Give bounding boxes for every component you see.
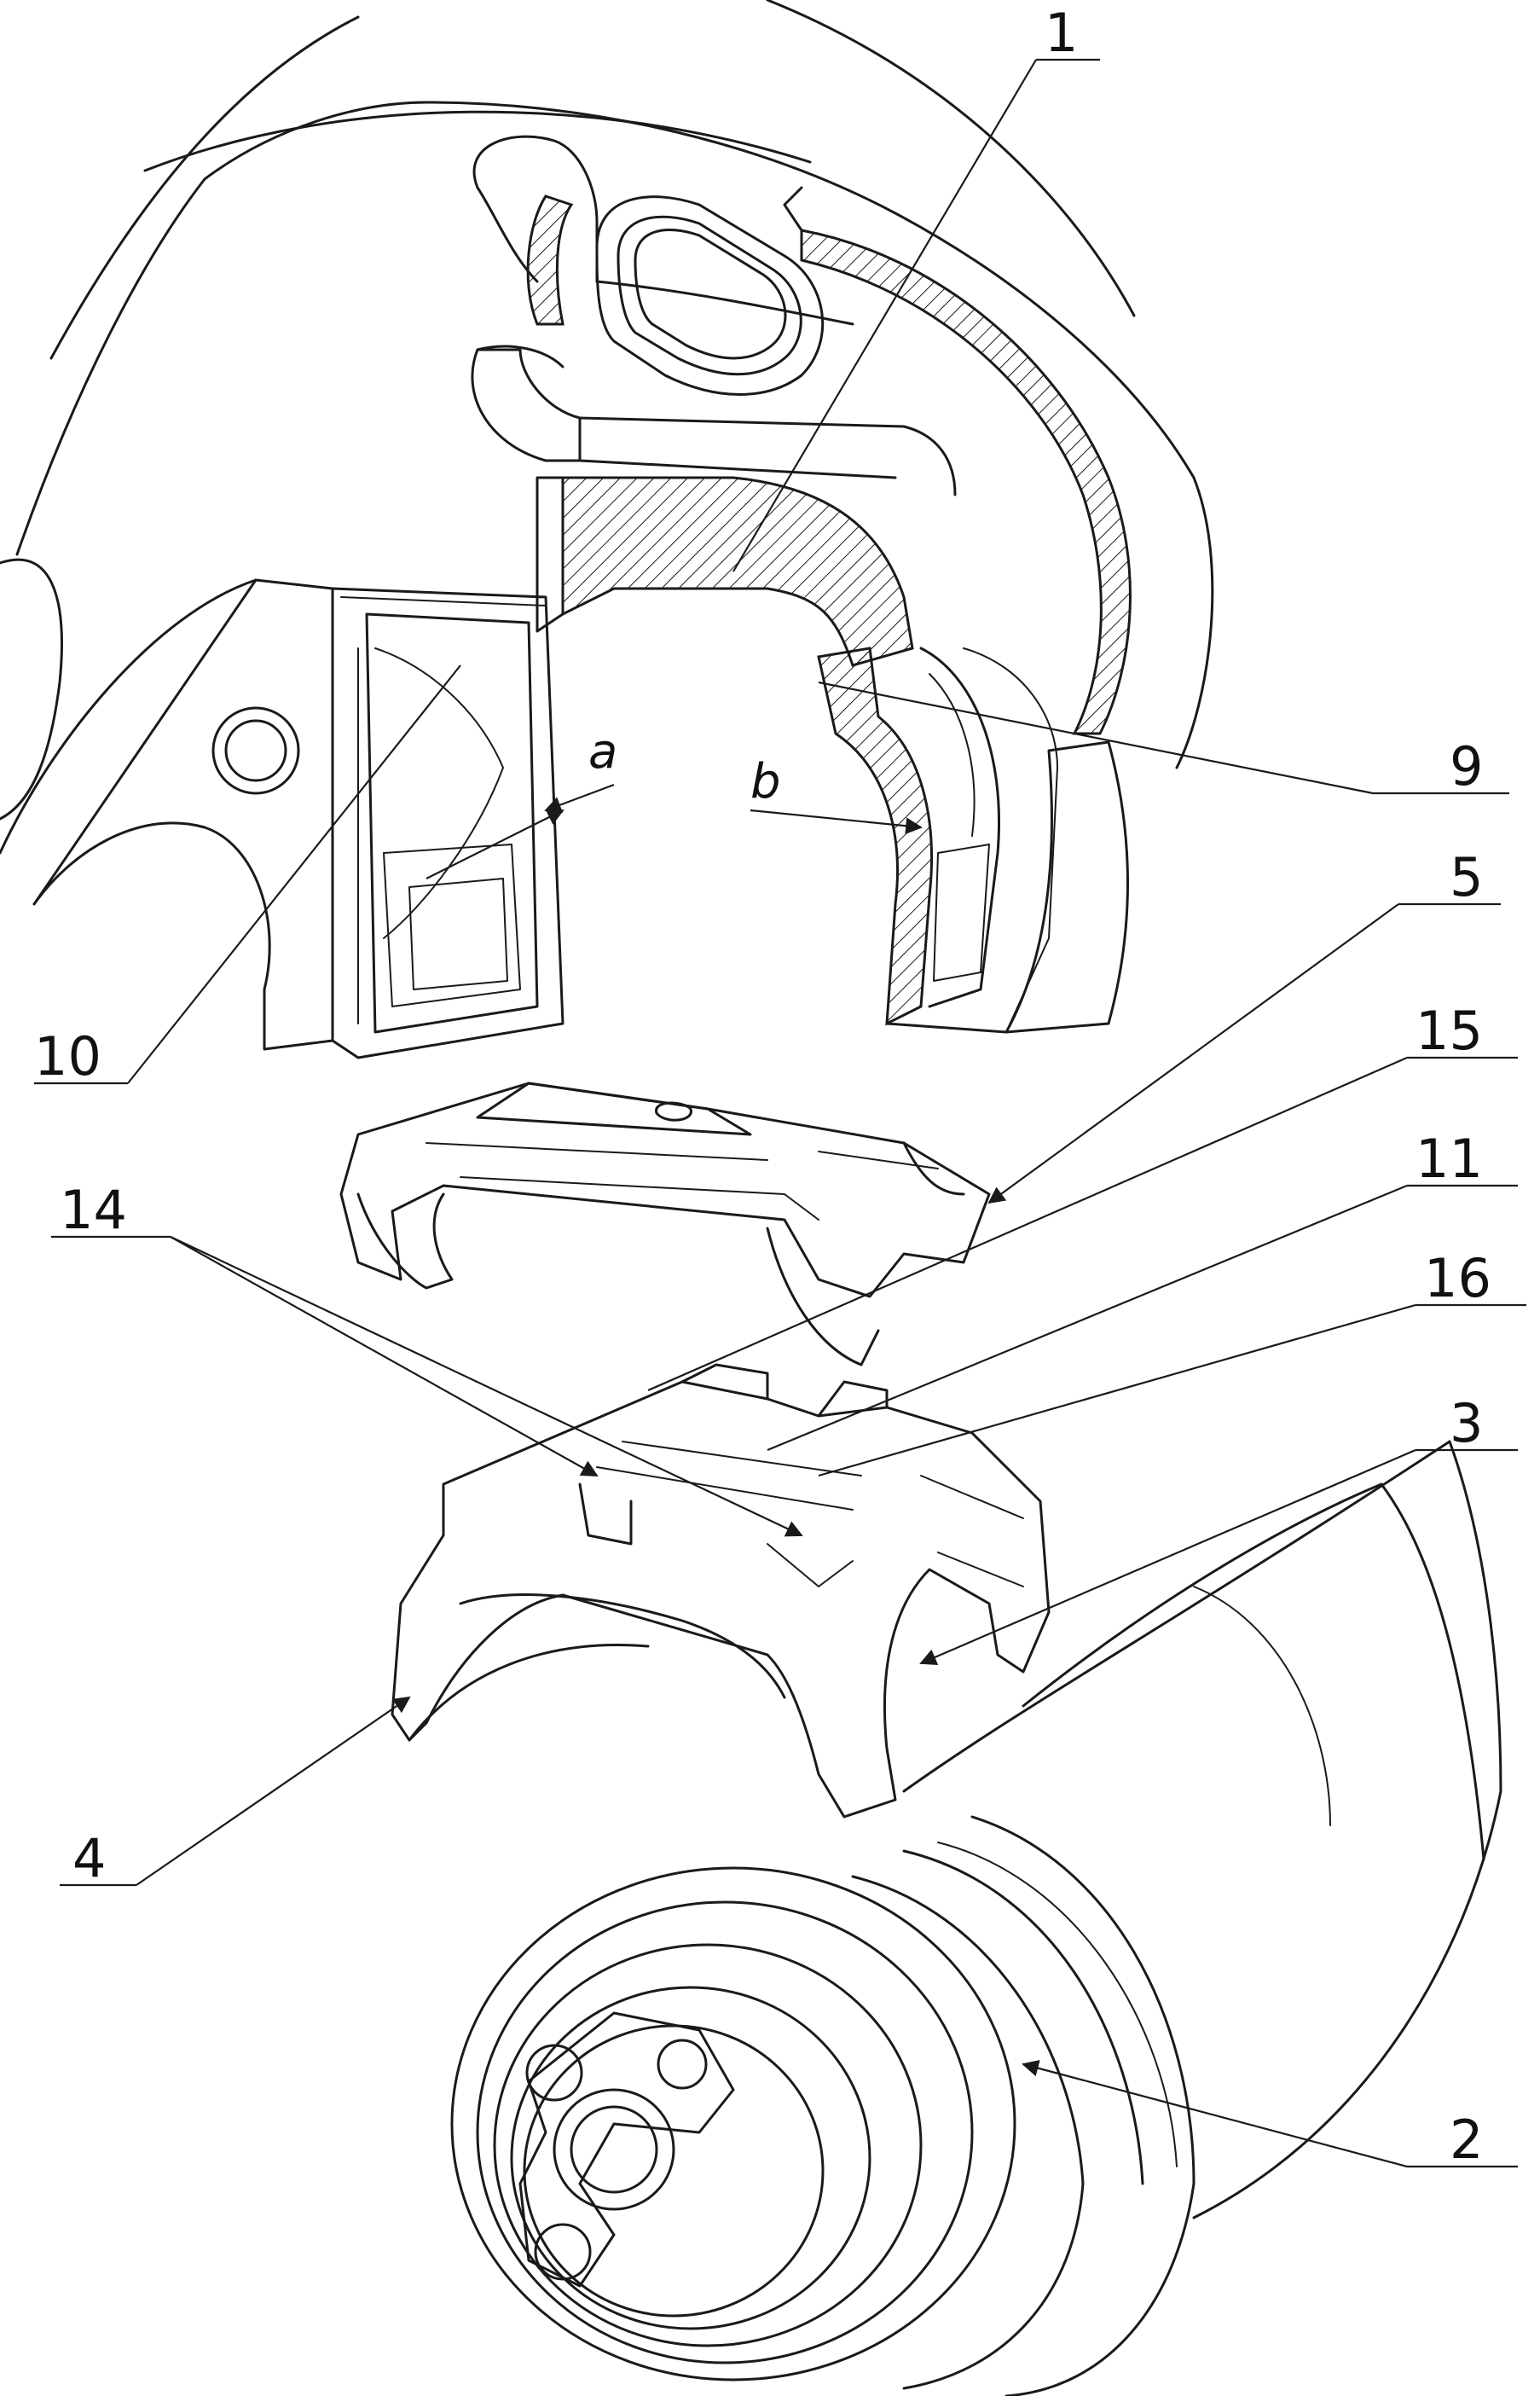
label-part-9: 9 <box>1450 735 1483 798</box>
dimension-markers: a b <box>426 724 923 879</box>
upper-housing <box>0 0 1214 1059</box>
dimension-a-label: a <box>588 724 617 780</box>
roller-part-2 <box>450 1440 1502 2396</box>
label-part-5: 5 <box>1450 846 1483 908</box>
bearing-shell-part-3-4 <box>391 1363 1051 1819</box>
label-part-2: 2 <box>1450 2109 1483 2171</box>
label-part-1: 1 <box>1045 2 1078 64</box>
dimension-b-label: b <box>750 754 781 809</box>
label-part-16: 16 <box>1424 1247 1491 1309</box>
label-part-14: 14 <box>60 1179 127 1241</box>
label-part-10: 10 <box>34 1025 101 1088</box>
part-labels: 1 9 5 15 11 16 3 14 10 4 2 <box>34 2 1491 2171</box>
label-part-11: 11 <box>1416 1128 1483 1190</box>
label-part-4: 4 <box>72 1827 106 1889</box>
label-part-15: 15 <box>1416 1000 1483 1062</box>
label-part-3: 3 <box>1450 1392 1483 1454</box>
leader-lines <box>34 58 1526 2168</box>
bearing-shell-part-5 <box>339 1082 991 1366</box>
